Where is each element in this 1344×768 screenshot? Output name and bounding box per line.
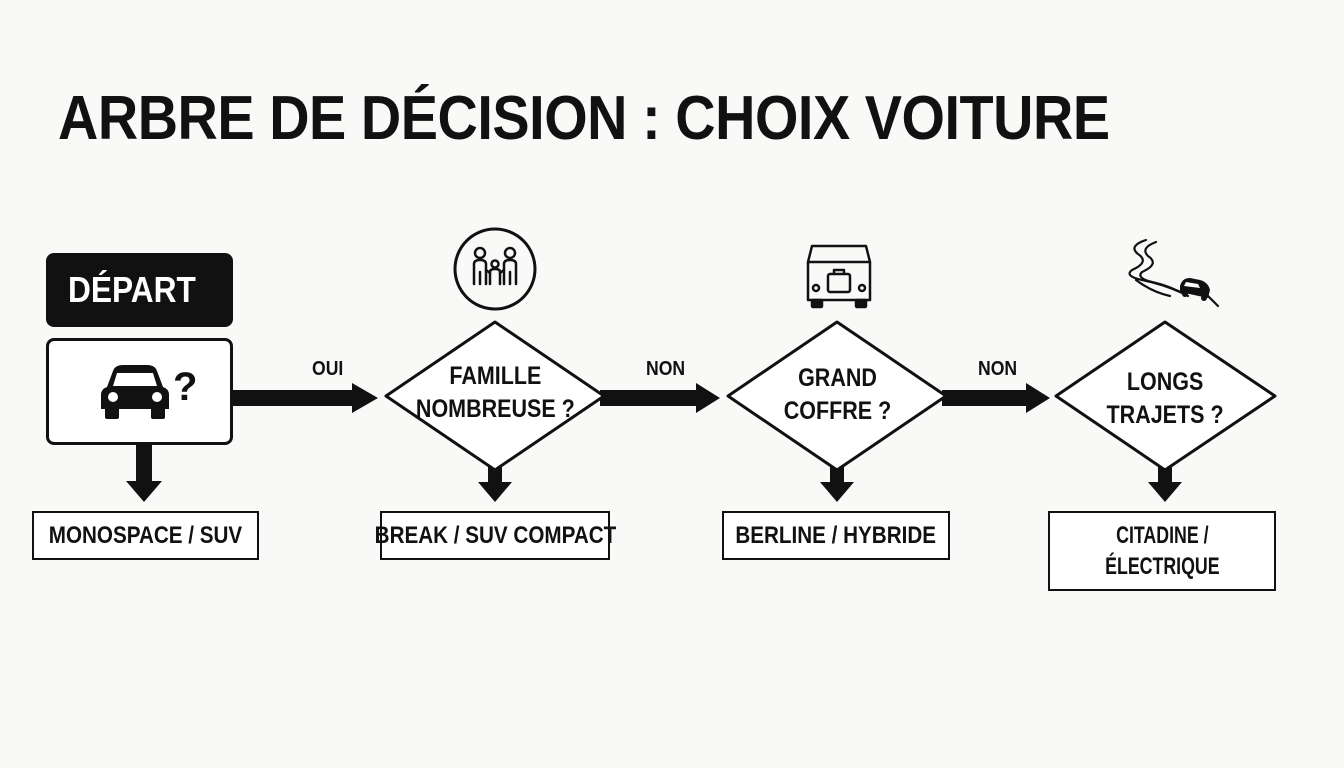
start-question-mark: ? xyxy=(173,365,198,409)
decision-coffre-line2: COFFRE ? xyxy=(783,396,891,425)
arrow-coffre-down xyxy=(820,466,854,502)
arrow-famille-down xyxy=(478,466,512,502)
arrow-start-to-famille xyxy=(233,383,378,413)
edge-label-oui: OUI xyxy=(312,358,344,380)
family-icon xyxy=(453,227,537,311)
result-citadine-line2: ÉLECTRIQUE xyxy=(1104,553,1220,580)
result-berline-hybride: BERLINE / HYBRIDE xyxy=(722,511,950,560)
decision-diamond-trajets xyxy=(1054,320,1277,472)
winding-road-icon xyxy=(1128,238,1220,308)
result-break-suv-compact: BREAK / SUV COMPACT xyxy=(374,511,616,560)
decision-famille-line2: NOMBREUSE ? xyxy=(415,394,575,423)
car-icon xyxy=(101,365,169,419)
arrow-coffre-to-trajets xyxy=(942,383,1050,413)
result-citadine-line1: CITADINE / xyxy=(1115,521,1209,549)
result-berline-hybride-text: BERLINE / HYBRIDE xyxy=(735,521,937,549)
decision-coffre-line1: GRAND xyxy=(797,364,877,392)
car-trunk-icon xyxy=(806,244,872,309)
decision-diamond-famille xyxy=(384,320,606,472)
arrow-trajets-down xyxy=(1148,466,1182,502)
result-monospace-suv: MONOSPACE / SUV xyxy=(32,511,259,560)
page-title: ARBRE DE DÉCISION : CHOIX VOITURE xyxy=(58,84,1110,153)
edge-label-non-2: NON xyxy=(978,358,1018,380)
decision-trajets-line2: TRAJETS ? xyxy=(1106,400,1224,429)
edge-label-non-1: NON xyxy=(646,358,686,380)
decision-famille-text: FAMILLE NOMBREUSE ? xyxy=(395,360,595,425)
start-label: DÉPART xyxy=(46,253,233,327)
result-monospace-suv-text: MONOSPACE / SUV xyxy=(48,521,243,549)
decision-coffre-text: GRAND COFFRE ? xyxy=(737,362,937,427)
start-node: ? xyxy=(46,338,233,445)
arrow-famille-to-coffre xyxy=(600,383,720,413)
start-label-text: DÉPART xyxy=(68,269,196,310)
result-break-suv-compact-text: BREAK / SUV COMPACT xyxy=(374,521,616,549)
decision-trajets-line1: LONGS xyxy=(1126,368,1204,396)
decision-trajets-text: LONGS TRAJETS ? xyxy=(1065,366,1265,431)
arrow-start-down xyxy=(126,445,162,502)
decision-famille-line1: FAMILLE xyxy=(449,362,541,390)
result-citadine-electrique: CITADINE / ÉLECTRIQUE xyxy=(1048,511,1276,591)
decision-diamond-coffre xyxy=(726,320,948,472)
